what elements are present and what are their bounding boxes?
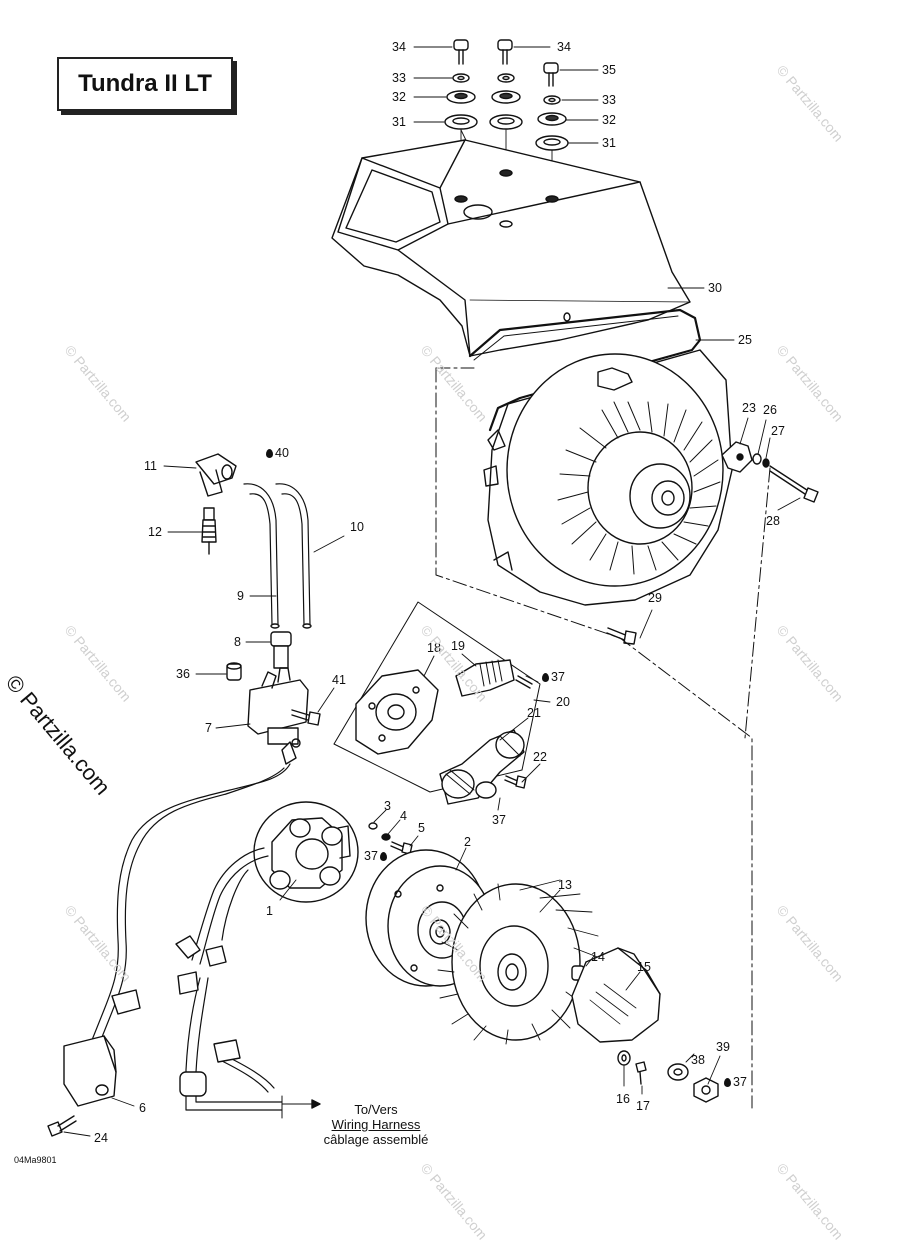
trigger-coil-19 [455,659,515,697]
washer-38 [667,1063,689,1081]
callout-23: 23 [742,401,756,415]
callout-34: 34 [392,40,406,54]
ignition-wire-9 [243,483,280,629]
harness-note-line3: câblage assemblé [323,1132,429,1147]
washer-16 [617,1050,631,1066]
callout-31: 31 [392,115,406,129]
harness-note-line1: To/Vers [354,1102,398,1117]
bolt-29 [606,627,637,645]
model-title: Tundra II LT [57,57,233,111]
drawing-code: 04Ma9801 [14,1155,57,1165]
callout-6: 6 [139,1101,146,1115]
assembly-frame [435,367,771,1109]
callout-24: 24 [94,1131,108,1145]
callout-11: 11 [144,459,157,473]
ignition-coil-7 [247,667,309,765]
spacer-36 [226,662,242,681]
parts-diagram [47,39,819,1137]
grommet-31 [444,114,569,151]
callout-31: 31 [602,136,616,150]
cooling-fan-13 [437,879,601,1045]
bolt-24 [47,1115,77,1137]
callout-4: 4 [400,809,407,823]
bolt-41 [291,709,321,726]
spark-plug-12 [201,507,217,555]
voltage-regulator-6 [63,1035,117,1107]
callout-37: 37 [492,813,506,827]
callout-15: 15 [637,960,651,974]
grease-drop-icon [379,852,387,861]
callout-21: 21 [527,706,541,720]
bolt-34-right [497,39,513,65]
rope-starter-housing [483,349,733,606]
washer-3 [368,822,378,830]
callout-29: 29 [648,591,662,605]
callout-34: 34 [557,40,571,54]
callout-20: 20 [556,695,570,709]
nut-33 [452,73,561,105]
callout-10: 10 [350,520,364,534]
grease-drop-icon [266,449,273,458]
washer-27 [762,458,770,468]
callout-13: 13 [558,878,572,892]
screw-20 [515,675,533,689]
callout-32: 32 [392,90,406,104]
callout-9: 9 [237,589,244,603]
grease-drop-icon [724,1078,731,1087]
callout-40: 40 [266,446,289,460]
callout-14: 14 [591,950,605,964]
washer-26 [752,453,762,465]
callout-37: 37 [364,849,389,863]
fan-cowl-30 [331,139,691,357]
callout-25: 25 [738,333,752,347]
harness-note-line2: Wiring Harness [331,1117,421,1132]
bolt-34-left [453,39,469,65]
harness-connectors [111,935,241,1097]
ignition-wire-10 [275,483,312,629]
screw-17 [635,1061,647,1085]
callout-35: 35 [602,63,616,77]
callout-12: 12 [148,525,162,539]
nut-39 [693,1077,719,1103]
callout-8: 8 [234,635,241,649]
callout-36: 36 [176,667,190,681]
callout-1: 1 [266,904,273,918]
callout-18: 18 [427,641,441,655]
bolt-28 [769,465,819,503]
callout-22: 22 [533,750,547,764]
pulley-tab-23 [721,441,753,473]
callout-17: 17 [636,1099,650,1113]
callout-28: 28 [766,514,780,528]
washer-32 [446,90,567,126]
wire-fitting-8 [270,631,292,669]
magneto-stator-1 [253,801,359,903]
callout-19: 19 [451,639,465,653]
callout-37: 37 [542,670,565,684]
callout-26: 26 [763,403,777,417]
callout-39: 39 [716,1040,730,1054]
grease-drop-icon [542,673,549,682]
callout-16: 16 [616,1092,630,1106]
callout-37: 37 [724,1075,747,1089]
callout-32: 32 [602,113,616,127]
lighting-coil-21 [439,729,525,805]
harness-note: To/Vers Wiring Harness câblage assemblé [296,1102,456,1147]
callout-41: 41 [332,673,346,687]
callout-30: 30 [708,281,722,295]
support-plate-18 [355,669,439,755]
callout-5: 5 [418,821,425,835]
washer-4 [381,833,391,841]
callout-7: 7 [205,721,212,735]
screw-22 [504,775,527,789]
callout-27: 27 [771,424,785,438]
bolt-35 [543,62,559,87]
spark-plug-cap-11 [195,453,237,497]
callout-38: 38 [691,1053,705,1067]
callout-33: 33 [392,71,406,85]
callout-3: 3 [384,799,391,813]
callout-2: 2 [464,835,471,849]
starter-cup-15 [571,947,661,1043]
callout-33: 33 [602,93,616,107]
